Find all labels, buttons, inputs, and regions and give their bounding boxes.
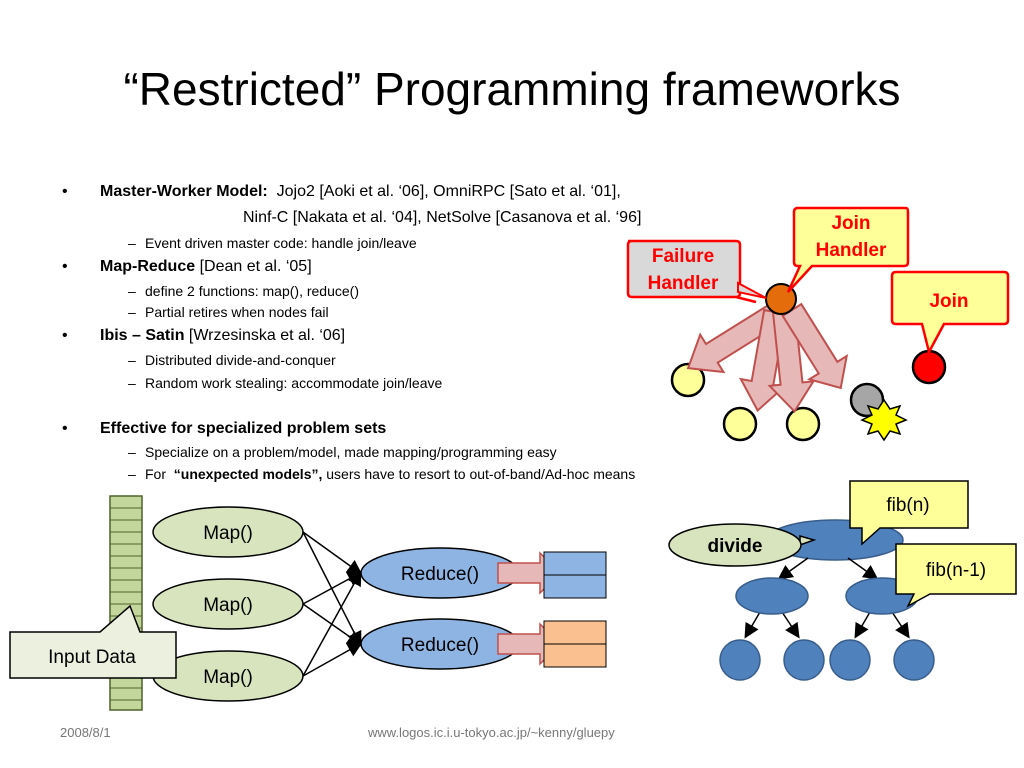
dash-marker: – [128, 352, 136, 368]
failure-handler-label-line2: Handler [648, 273, 719, 294]
output-block-orange [543, 620, 607, 645]
sub-bullet: For “unexpected models”, users have to r… [145, 466, 635, 482]
bullet-marker: • [62, 420, 68, 437]
dash-marker: – [128, 375, 136, 391]
output-block-blue [543, 574, 607, 599]
footer-date: 2008/8/1 [60, 725, 111, 740]
bullet-marker: • [62, 258, 68, 275]
bullet-effective: Effective for specialized problem sets [100, 420, 387, 437]
output-block-orange [543, 643, 607, 668]
footer-url: www.logos.ic.i.u-tokyo.ac.jp/~kenny/glue… [368, 725, 615, 740]
leaf-task-node [829, 639, 871, 681]
sub-bullet: Partial retires when nodes fail [145, 304, 329, 320]
sub-bullet: Event driven master code: handle join/le… [145, 235, 417, 251]
worker-node [670, 362, 706, 398]
dash-marker: – [128, 444, 136, 460]
mapreduce-diagram: Map() Map() Map() Reduce() Reduce() Inpu… [9, 495, 607, 711]
failure-handler-pointer [737, 281, 767, 299]
failure-burst-icon [860, 398, 908, 442]
master-worker-diagram: Join Handler Failure Handler Join [626, 206, 1010, 442]
bullet-ibis-satin: Ibis – Satin [Wrzesinska et al. ‘06] [100, 327, 345, 345]
subtask-node [735, 577, 809, 615]
join-handler-label-line2: Handler [816, 240, 887, 261]
sub-bullet-text: For [145, 466, 170, 482]
bullet-text: [Dean et al. ‘05] [195, 258, 312, 275]
map-label: Map() [203, 595, 253, 616]
leaf-task-node [719, 639, 761, 681]
shuffle-arrows [302, 531, 363, 677]
slide-title: “Restricted” Programming frameworks [123, 63, 901, 115]
worker-node [722, 406, 758, 442]
dash-marker: – [128, 235, 136, 251]
join-callout [890, 270, 1010, 356]
dash-marker: – [128, 304, 136, 320]
bullet-text: Jojo2 [Aoki et al. ‘06], OmniRPC [Sato e… [276, 183, 621, 200]
tree-edges [744, 557, 910, 639]
sub-bullet: Distributed divide-and-conquer [145, 352, 336, 368]
bullet-marker: • [62, 183, 68, 200]
join-handler-callout [786, 206, 910, 293]
satin-diagram: divide fib(n) fib(n-1) [668, 480, 1017, 681]
output-block-blue [543, 551, 607, 576]
input-data-label: Input Data [48, 647, 136, 668]
sub-bullet: define 2 functions: map(), reduce() [145, 283, 359, 299]
sub-bullet-bold: “unexpected models”, [173, 466, 323, 482]
reduce-label: Reduce() [401, 564, 479, 585]
input-data-callout [9, 604, 177, 679]
reduce-label: Reduce() [401, 635, 479, 656]
fib-n1-callout [895, 543, 1017, 608]
task-arrow [781, 302, 849, 390]
fib-n-callout [849, 480, 969, 546]
sub-bullet: Random work stealing: accommodate join/l… [145, 375, 443, 391]
bullet-label: Map-Reduce [100, 258, 196, 275]
fib-n-label: fib(n) [886, 495, 929, 516]
dash-marker: – [128, 283, 136, 299]
bullet-map-reduce: Map-Reduce [Dean et al. ‘05] [100, 258, 312, 276]
failure-handler-label-line1: Failure [652, 246, 714, 267]
dash-marker: – [128, 466, 136, 482]
sub-bullet-text: users have to resort to out-of-band/Ad-h… [322, 466, 636, 482]
fib-n1-label: fib(n-1) [926, 560, 986, 581]
join-handler-label-line1: Join [831, 213, 870, 234]
divide-bubble [668, 523, 802, 567]
bullet-label: Master-Worker Model: [100, 183, 268, 200]
leaf-task-node [783, 639, 825, 681]
leaf-task-node [893, 639, 935, 681]
divide-label: divide [708, 536, 763, 557]
new-node [911, 349, 947, 385]
bullet-marker: • [62, 327, 68, 344]
join-label: Join [929, 291, 968, 312]
map-label: Map() [203, 667, 253, 688]
failure-handler-callout [626, 239, 757, 304]
bullet-master-worker: Master-Worker Model: Jojo2 [Aoki et al. … [100, 183, 621, 201]
bullet-text: [Wrzesinska et al. ‘06] [184, 327, 346, 344]
bullet-label: Ibis – Satin [100, 327, 185, 344]
sub-bullet: Specialize on a problem/model, made mapp… [145, 444, 557, 460]
map-label: Map() [203, 523, 253, 544]
worker-node [785, 406, 821, 442]
bullet-master-worker-cont: Ninf-C [Nakata et al. ‘04], NetSolve [Ca… [243, 209, 642, 226]
